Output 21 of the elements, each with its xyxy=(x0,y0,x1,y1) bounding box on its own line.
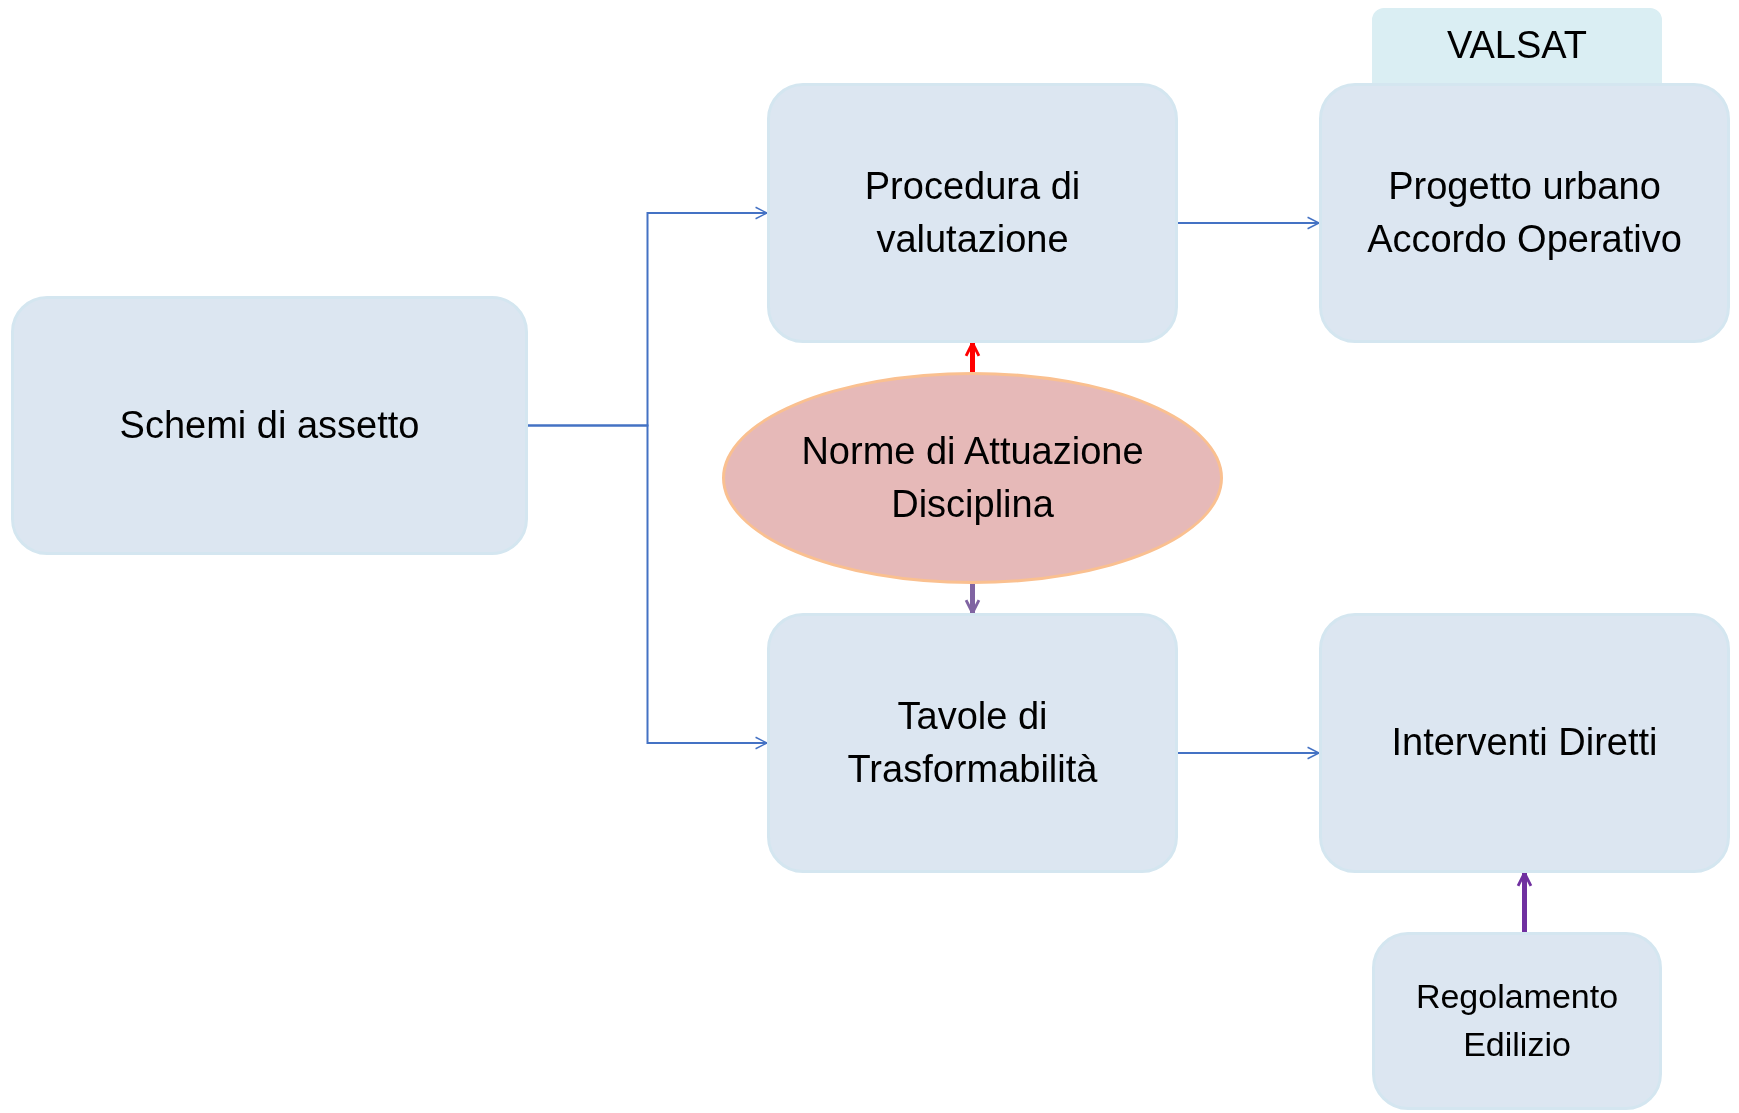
process-box xyxy=(11,296,528,555)
node-label: Tavole di Trasformabilità xyxy=(846,693,1099,792)
arrow xyxy=(527,424,768,750)
node-label: Progetto urbano Accordo Operativo xyxy=(1366,163,1683,262)
process-box xyxy=(767,83,1178,343)
node-label: Norme di Attuazione Disciplina xyxy=(800,428,1145,527)
node-label: VALSAT xyxy=(1446,22,1588,68)
process-box xyxy=(1319,83,1730,343)
arrow xyxy=(1177,746,1320,760)
node-label: Regolamento Edilizio xyxy=(1414,976,1620,1065)
tab-box xyxy=(1372,8,1662,83)
node-label: Procedura di valutazione xyxy=(863,163,1082,262)
process-box xyxy=(767,613,1178,873)
arrow xyxy=(964,341,981,372)
node-label: Schemi di assetto xyxy=(119,402,420,448)
process-box xyxy=(1319,613,1730,873)
arrow xyxy=(1177,216,1320,230)
process-box xyxy=(1372,932,1662,1110)
node-label: Interventi Diretti xyxy=(1391,720,1658,766)
arrow xyxy=(964,584,981,615)
arrow xyxy=(1516,871,1533,932)
